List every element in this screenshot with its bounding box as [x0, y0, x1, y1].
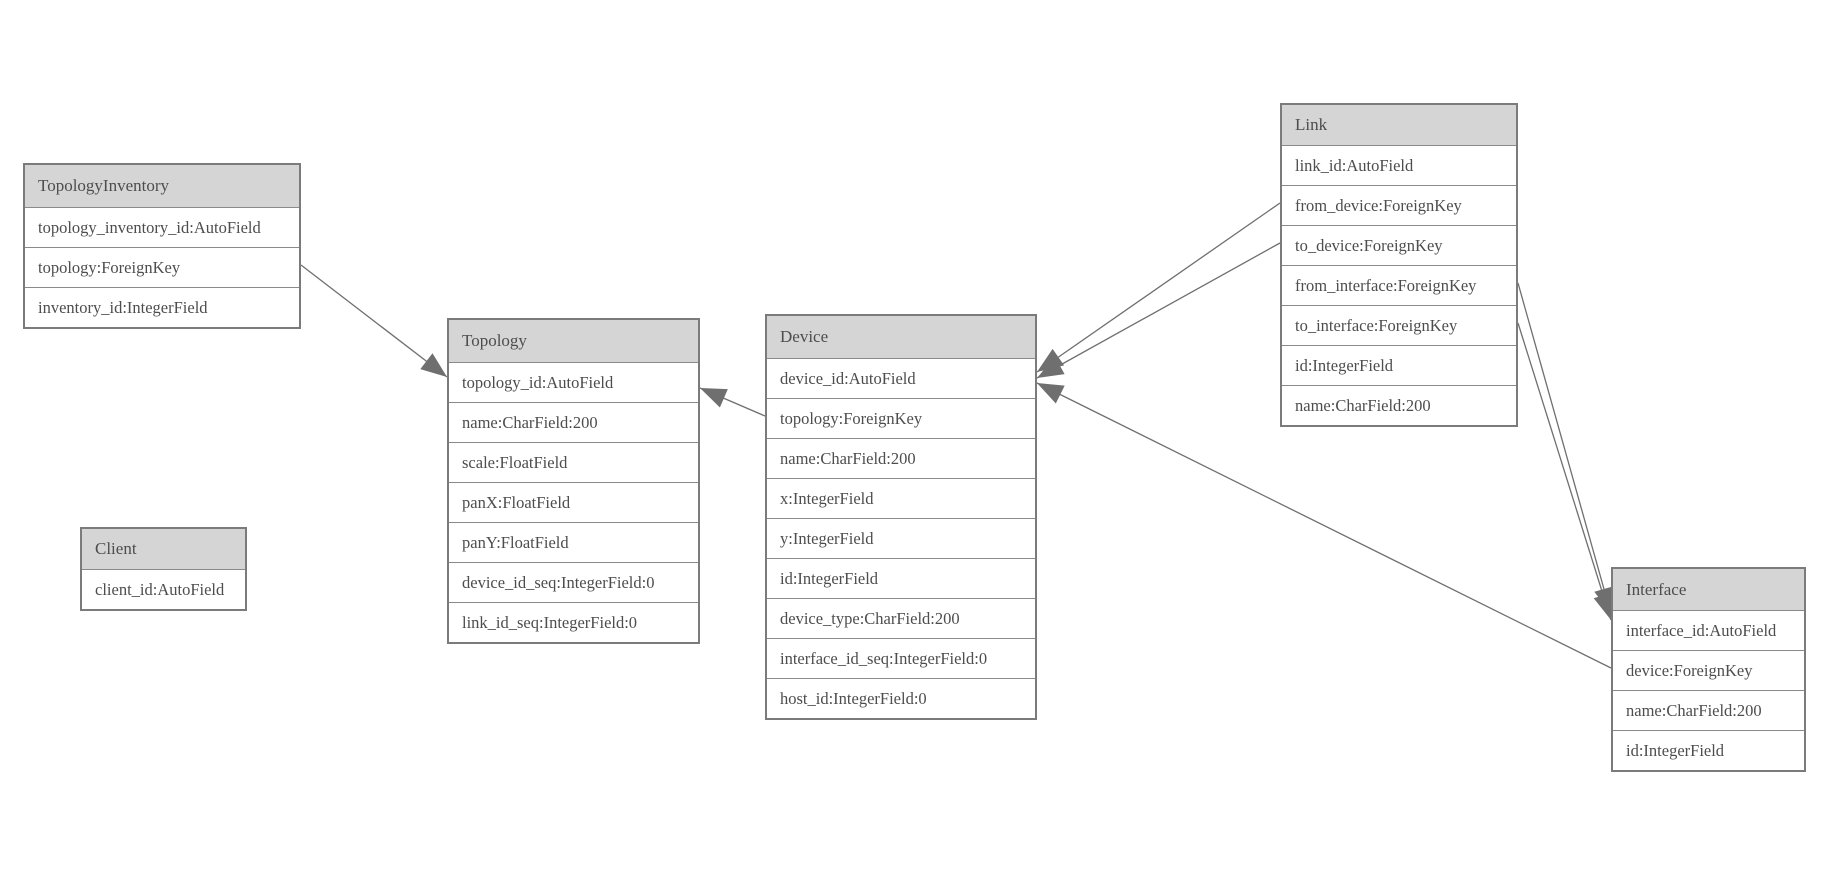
entity-title: Interface — [1613, 569, 1804, 610]
field-row: device:ForeignKey — [1613, 650, 1804, 690]
relation-arrowhead — [1593, 592, 1613, 620]
field-row: to_device:ForeignKey — [1282, 225, 1516, 265]
field-row: host_id:IntegerField:0 — [767, 678, 1035, 718]
field-row: from_interface:ForeignKey — [1282, 265, 1516, 305]
field-row: interface_id:AutoField — [1613, 610, 1804, 650]
field-row: topology:ForeignKey — [767, 398, 1035, 438]
field-row: interface_id_seq:IntegerField:0 — [767, 638, 1035, 678]
field-row: topology_id:AutoField — [449, 362, 698, 402]
relation-line — [1036, 202, 1281, 373]
field-row: scale:FloatField — [449, 442, 698, 482]
relation-edge — [699, 387, 766, 417]
entity-title: Topology — [449, 320, 698, 362]
relation-line — [1036, 242, 1281, 379]
field-row: id:IntegerField — [767, 558, 1035, 598]
field-row: client_id:AutoField — [82, 569, 245, 609]
field-row: device_type:CharField:200 — [767, 598, 1035, 638]
relation-line — [1517, 282, 1612, 615]
relation-arrowhead — [700, 388, 728, 408]
field-row: y:IntegerField — [767, 518, 1035, 558]
relation-line — [300, 264, 448, 378]
field-row: id:IntegerField — [1613, 730, 1804, 770]
relation-edge — [1517, 322, 1613, 621]
field-row: name:CharField:200 — [449, 402, 698, 442]
field-row: name:CharField:200 — [1613, 690, 1804, 730]
entity-title: TopologyInventory — [25, 165, 299, 207]
relation-edge — [1036, 202, 1281, 373]
relation-line — [1517, 322, 1612, 621]
field-row: device_id_seq:IntegerField:0 — [449, 562, 698, 602]
field-row: device_id:AutoField — [767, 358, 1035, 398]
field-row: panY:FloatField — [449, 522, 698, 562]
field-row: to_interface:ForeignKey — [1282, 305, 1516, 345]
field-row: from_device:ForeignKey — [1282, 185, 1516, 225]
entity-title: Link — [1282, 105, 1516, 145]
field-row: link_id_seq:IntegerField:0 — [449, 602, 698, 642]
field-row: x:IntegerField — [767, 478, 1035, 518]
relation-line — [1036, 382, 1612, 669]
relation-arrowhead — [420, 353, 447, 377]
field-row: topology_inventory_id:AutoField — [25, 207, 299, 247]
field-row: inventory_id:IntegerField — [25, 287, 299, 327]
relation-edge — [1036, 242, 1281, 379]
field-row: link_id:AutoField — [1282, 145, 1516, 185]
relation-edge — [1517, 282, 1614, 615]
relation-edge — [300, 264, 448, 378]
field-row: panX:FloatField — [449, 482, 698, 522]
field-row: name:CharField:200 — [1282, 385, 1516, 425]
entity-title: Client — [82, 529, 245, 569]
relation-arrowhead — [1037, 383, 1065, 404]
relation-edge — [1036, 382, 1612, 669]
field-row: topology:ForeignKey — [25, 247, 299, 287]
field-row: id:IntegerField — [1282, 345, 1516, 385]
field-row: name:CharField:200 — [767, 438, 1035, 478]
relation-arrowhead — [1037, 356, 1065, 378]
entity-title: Device — [767, 316, 1035, 358]
